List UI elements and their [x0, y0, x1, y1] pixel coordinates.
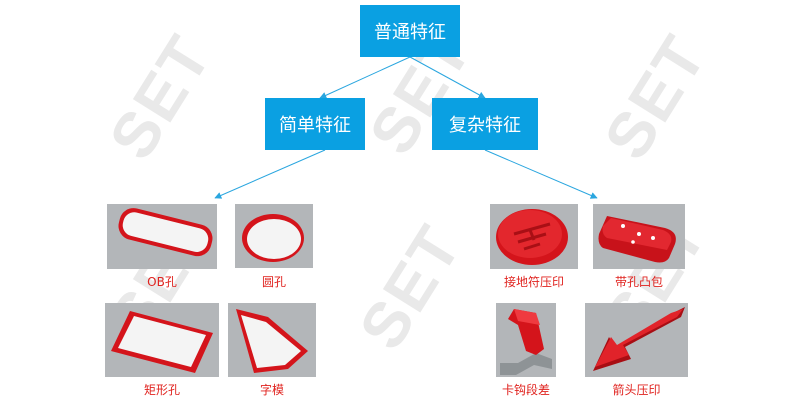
connector-root-simple: [319, 56, 411, 99]
feature-caption-ground-symbol-emboss: 接地符压印: [503, 275, 564, 289]
branch-node-simple: 简单特征: [265, 98, 365, 150]
branch-node-complex: 复杂特征: [432, 98, 538, 150]
feature-image-arrow-emboss: [585, 303, 688, 377]
connector-complex-features: [484, 149, 598, 199]
feature-caption-letter-die: 字模: [259, 383, 284, 397]
connector-simple-features: [214, 149, 326, 199]
feature-caption-round-hole: 圆孔: [261, 275, 286, 289]
feature-caption-perforated-boss: 带孔凸包: [614, 275, 663, 289]
feature-image-letter-die: [228, 303, 316, 377]
feature-image-rect-hole: [105, 303, 219, 377]
feature-image-ob-hole: [107, 204, 217, 269]
connector-root-complex: [409, 56, 486, 99]
feature-caption-ob-hole: OB孔: [147, 275, 177, 289]
feature-caption-arrow-emboss: 箭头压印: [612, 383, 661, 397]
feature-caption-hook-offset: 卡钩段差: [501, 383, 550, 397]
feature-caption-rect-hole: 矩形孔: [143, 383, 180, 397]
feature-image-perforated-boss: [593, 204, 685, 269]
feature-image-hook-offset: [496, 303, 556, 377]
root-node: 普通特征: [360, 5, 460, 57]
feature-image-round-hole: [235, 204, 313, 268]
feature-image-ground-symbol-emboss: [490, 204, 578, 269]
